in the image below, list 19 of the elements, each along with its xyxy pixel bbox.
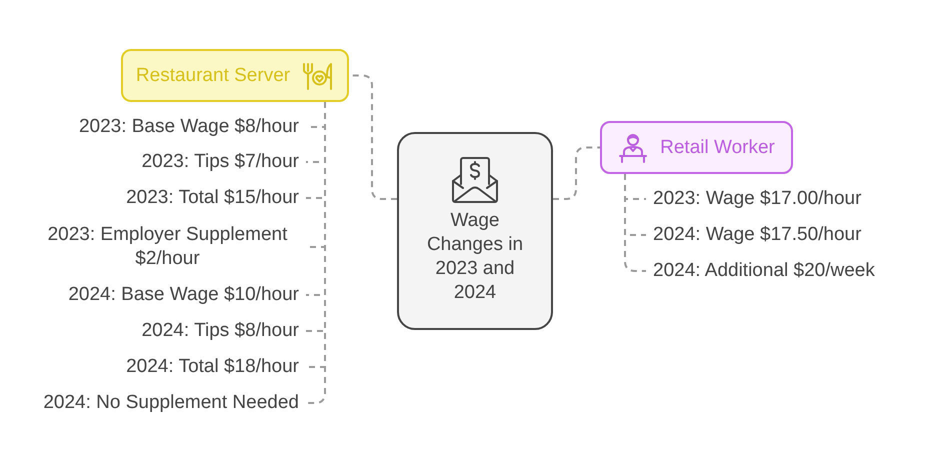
connector-line xyxy=(624,174,646,272)
category-card xyxy=(121,49,349,102)
wage-item-text: 2024: Wage $17.50/hour xyxy=(646,223,862,247)
wage-item-text: 2023: Total $15/hour xyxy=(126,186,306,210)
connector-line xyxy=(553,146,600,200)
wage-item-text: 2024: Tips $8/hour xyxy=(142,319,306,343)
wage-item-text: 2024: Additional $20/week xyxy=(646,259,875,283)
wage-item-text: 2024: Base Wage $10/hour xyxy=(68,283,306,307)
category-card xyxy=(600,121,793,174)
topic-card xyxy=(397,132,553,330)
wage-item-text: 2023: Employer Supplement $2/hour xyxy=(36,223,306,271)
wage-item-text: 2024: No Supplement Needed xyxy=(43,391,306,415)
wage-item-text: 2024: Total $18/hour xyxy=(126,355,306,379)
topic-label: Wage Changes in 2023 and 2024 xyxy=(426,209,524,305)
wage-item-text: 2023: Wage $17.00/hour xyxy=(646,187,862,211)
category-label: Retail Worker xyxy=(660,136,775,158)
category-label: Restaurant Server xyxy=(136,64,290,86)
wage-item-text: 2023: Base Wage $8/hour xyxy=(78,115,306,139)
wage-item-text: 2023: Tips $7/hour xyxy=(142,150,306,174)
